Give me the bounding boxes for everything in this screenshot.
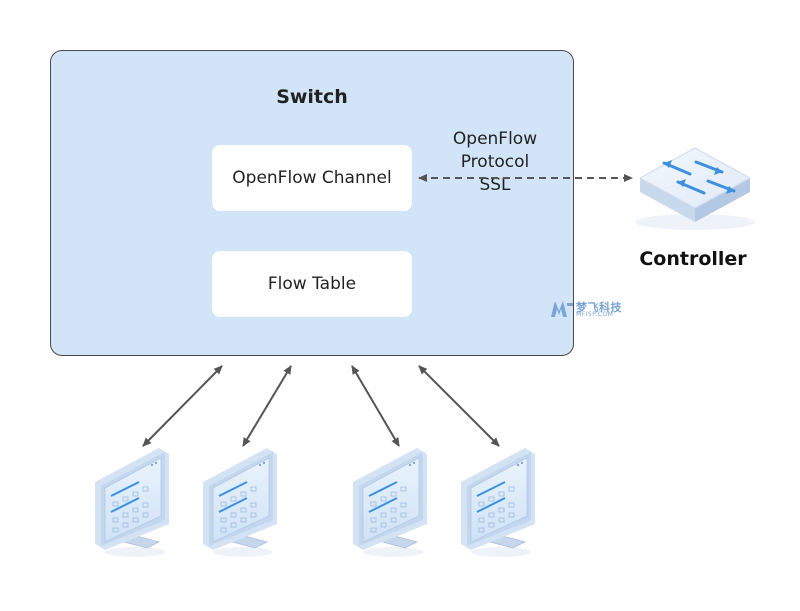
monitor-icon bbox=[461, 448, 535, 557]
host-arrow-1 bbox=[142, 365, 223, 447]
watermark-text-en: MFISP.COM bbox=[576, 311, 614, 318]
protocol-label: OpenFlow Protocol SSL bbox=[435, 128, 555, 197]
protocol-line-1: OpenFlow bbox=[452, 129, 538, 149]
flow-table-box: Flow Table bbox=[212, 251, 412, 317]
openflow-channel-label: OpenFlow Channel bbox=[232, 168, 392, 188]
network-switch-icon bbox=[635, 147, 755, 230]
openflow-channel-box: OpenFlow Channel bbox=[212, 145, 412, 211]
protocol-line-2: Protocol bbox=[460, 152, 530, 172]
switch-title: Switch bbox=[276, 86, 348, 108]
controller-label: Controller bbox=[639, 248, 747, 270]
host-arrow-2 bbox=[242, 365, 292, 447]
monitor-icon bbox=[203, 448, 277, 557]
host-arrow-4 bbox=[418, 365, 500, 447]
watermark-text-cn: 梦飞科技 bbox=[576, 301, 622, 314]
watermark: 梦飞科技 MFISP.COM bbox=[550, 299, 630, 319]
monitor-icon bbox=[353, 448, 427, 557]
flow-table-label: Flow Table bbox=[267, 274, 357, 294]
watermark-logo-icon bbox=[551, 301, 573, 317]
host-arrow-3 bbox=[351, 365, 400, 447]
monitor-icon bbox=[95, 448, 169, 557]
